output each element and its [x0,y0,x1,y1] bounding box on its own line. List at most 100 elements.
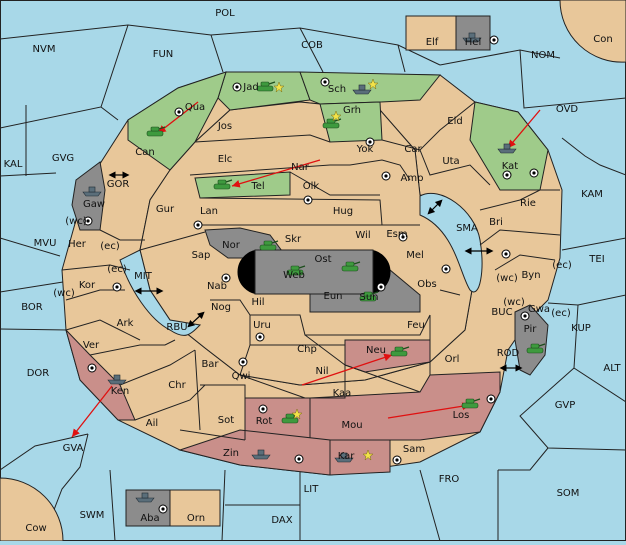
land-label-skr: Skr [285,234,302,245]
land-label-orn: Orn [187,513,205,524]
land-label-ail: Ail [146,418,158,429]
army-unit[interactable] [341,261,361,272]
supply-center-dot [368,140,372,144]
fleet-unit[interactable] [82,186,102,197]
land-label-nog: Nog [211,302,231,313]
land-label-mou: Mou [341,420,362,431]
land-label-mel: Mel [406,250,424,261]
supply-center-dot [258,335,262,339]
land-label-wil: Wil [355,230,370,241]
supply-center-dot [395,458,399,462]
supply-center-dot [115,285,119,289]
strait-markers [108,171,523,372]
move-arrow [387,402,471,419]
land-label-chr: Chr [168,380,186,391]
land-label-feu: Feu [407,320,425,331]
fleet-unit[interactable] [352,84,372,95]
sea-label-kup: KUP [571,323,591,334]
sea-label-bor: BOR [21,302,43,313]
move-arrow [71,385,113,438]
land-label-qwi: Qwi [232,371,251,382]
move-arrow [301,353,393,386]
land-label-esm: Esm [386,229,407,240]
central-inner [254,249,374,295]
land-label-elf: Elf [426,37,439,48]
land-label-neu: Neu [366,345,386,356]
coast-marker: (wc) [496,273,518,284]
army-unit[interactable] [322,118,342,129]
land-label-sot: Sot [218,415,234,426]
army-unit[interactable] [286,265,306,276]
coast-marker: (ec) [107,264,127,275]
land-label-gwa: Gwa [528,304,550,315]
land-label-hil: Hil [251,297,264,308]
land-label-los: Los [453,410,470,421]
army-unit[interactable] [461,398,481,409]
sea-label-gor: GOR [107,179,130,190]
land-label-ark: Ark [117,318,134,329]
land-label-olk: Olk [303,181,320,192]
coast-marker: (ec) [551,308,571,319]
land-label-uta: Uta [442,156,459,167]
land-label-eld: Eld [447,116,462,127]
orn-region [169,489,221,527]
land-label-rot: Rot [256,416,273,427]
land-label-kat: Kat [502,161,519,172]
supply-centers [83,35,539,514]
land-label-gaw: Gaw [83,199,105,210]
supply-center-dot [177,110,181,114]
army-unit[interactable] [256,81,276,92]
supply-center-dot [489,397,493,401]
coast-marker: (wc) [65,216,87,227]
land-label-kaa: Kaa [333,388,352,399]
land-label-nab: Nab [207,281,227,292]
army-unit[interactable] [359,291,379,302]
sea-label-fun: FUN [153,49,174,60]
army-unit[interactable] [526,343,546,354]
army-unit[interactable] [213,179,233,190]
fleet-unit[interactable] [107,374,127,385]
supply-center-dot [90,366,94,370]
land-label-jos: Jos [217,121,232,132]
land-label-pir: Pir [524,324,538,335]
sea-label-mit: MIT [134,271,153,282]
move-arrow [231,159,321,188]
sma-channel [419,192,483,293]
supply-center-dot [492,38,496,42]
sea-label-kam: KAM [581,189,603,200]
land-label-nar: Nar [291,162,310,173]
sea-label-fro: FRO [439,474,460,485]
army-unit[interactable] [146,126,166,137]
supply-center-dot [261,407,265,411]
land-label-ost: Ost [314,254,331,265]
army-unit[interactable] [259,240,279,251]
land-label-elc: Elc [218,154,233,165]
land-label-sam: Sam [403,444,425,455]
supply-center-dot [504,252,508,256]
fleet-unit[interactable] [497,143,517,154]
supply-center-dot [161,507,165,511]
supply-center-dot [86,219,90,223]
coast-marker: (ec) [552,260,572,271]
fleet-unit[interactable] [251,449,271,460]
land-label-nor: Nor [222,240,241,251]
army-unit[interactable] [390,346,410,357]
land-label-ver: Ver [83,340,100,351]
sea-label-dax: DAX [271,515,292,526]
land-label-bar: Bar [201,359,219,370]
star-icon [291,408,303,420]
strait-arrow [427,199,443,215]
star-icon [273,81,285,93]
sea-label-tei: TEI [588,254,604,265]
fleet-unit[interactable] [334,452,354,463]
land-label-aba: Aba [140,513,159,524]
land-label-amp: Amp [401,173,424,184]
land-label-orl: Orl [445,354,460,365]
fleet-unit[interactable] [135,492,155,503]
fleet-unit[interactable] [462,32,482,43]
sea-label-cob: COB [301,40,323,51]
sea-label-sma: SMA [456,223,478,234]
land-label-her: Her [68,239,87,250]
supply-center-dot [532,171,536,175]
